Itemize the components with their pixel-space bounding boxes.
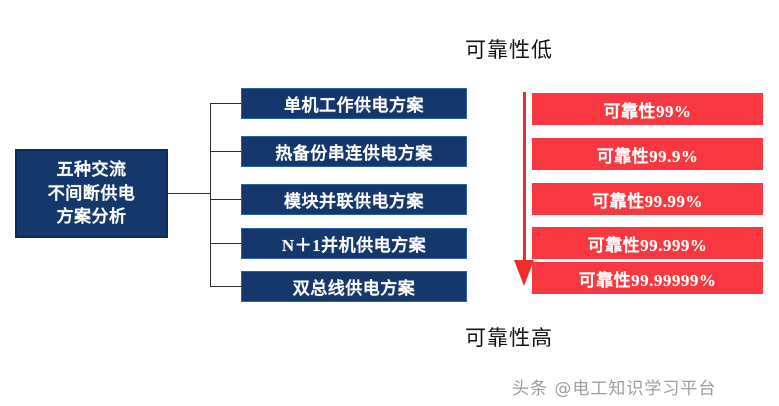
branch-box-4-label: N＋1并机供电方案 — [281, 236, 427, 255]
branch-box-1: 单机工作供电方案 — [241, 88, 467, 119]
reliability-box-5: 可靠性99.99999% — [532, 262, 763, 294]
reliability-box-4: 可靠性99.999% — [532, 227, 763, 259]
connector-branch-5 — [210, 286, 241, 287]
connector-root-stub — [168, 193, 211, 194]
branch-box-3-label: 模块并联供电方案 — [284, 192, 424, 211]
branch-box-3: 模块并联供电方案 — [241, 184, 467, 215]
branch-box-4: N＋1并机供电方案 — [241, 228, 467, 259]
branch-box-1-label: 单机工作供电方案 — [284, 96, 424, 115]
arrow-shaft — [523, 92, 526, 268]
connector-trunk — [210, 103, 211, 287]
arrow-head — [514, 260, 534, 286]
root-node-line-1: 五种交流 — [56, 160, 127, 180]
reliability-low-label: 可靠性低 — [465, 38, 553, 62]
branch-box-5-label: 双总线供电方案 — [292, 279, 416, 298]
connector-branch-2 — [210, 151, 241, 152]
reliability-box-3: 可靠性99.99% — [532, 183, 763, 215]
root-node-line-3: 方案分析 — [56, 207, 127, 227]
connector-branch-3 — [210, 199, 241, 200]
branch-box-2-label: 热备份串连供电方案 — [275, 144, 433, 163]
branch-box-5: 双总线供电方案 — [241, 271, 467, 302]
branch-box-2: 热备份串连供电方案 — [241, 136, 467, 167]
watermark: 头条 @电工知识学习平台 — [512, 379, 717, 399]
reliability-box-4-label: 可靠性99.999% — [587, 235, 708, 255]
connector-branch-4 — [210, 243, 241, 244]
reliability-box-1: 可靠性99% — [532, 93, 763, 125]
connector-branch-1 — [210, 103, 241, 104]
reliability-box-1-label: 可靠性99% — [603, 101, 692, 121]
root-node: 五种交流 不间断供电 方案分析 — [15, 149, 168, 238]
reliability-box-3-label: 可靠性99.99% — [592, 191, 703, 211]
root-node-line-2: 不间断供电 — [47, 183, 136, 203]
reliability-box-5-label: 可靠性99.99999% — [578, 270, 717, 290]
reliability-high-label: 可靠性高 — [465, 326, 553, 350]
down-arrow-icon — [510, 92, 538, 292]
reliability-box-2-label: 可靠性99.9% — [596, 146, 699, 166]
reliability-box-2: 可靠性99.9% — [532, 138, 763, 170]
